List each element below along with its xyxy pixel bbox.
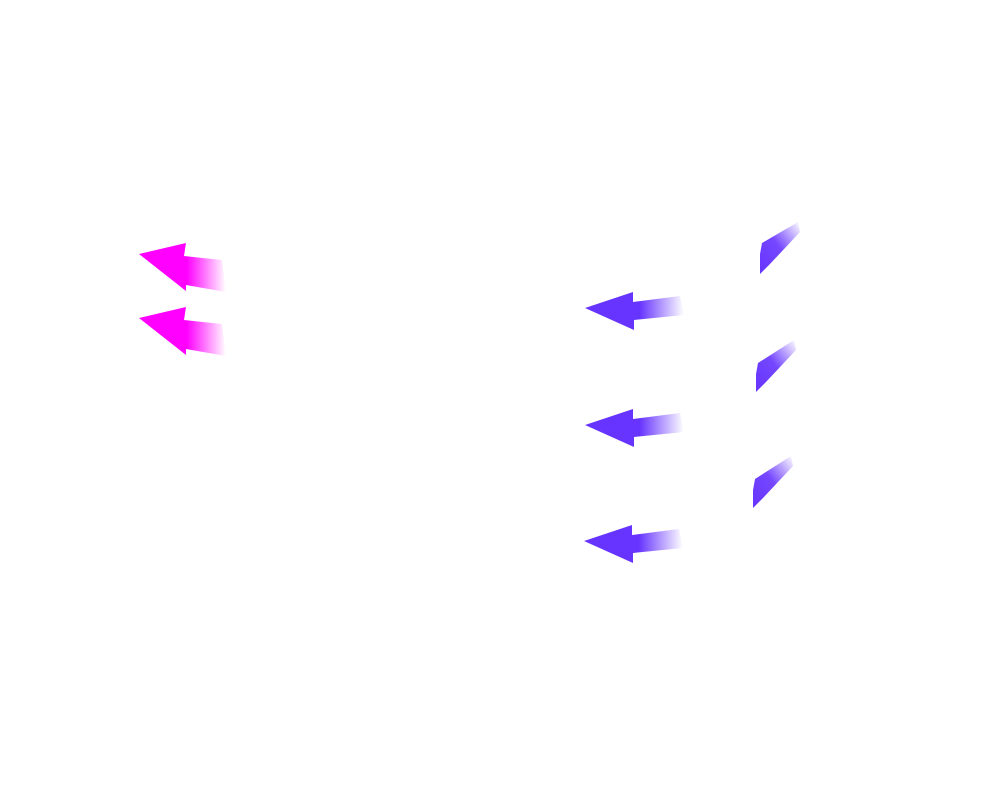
arrow-left-icon <box>585 292 684 330</box>
left-arrow-group <box>139 243 226 356</box>
diagonal-streak-icon <box>753 456 793 508</box>
arrow-left-icon <box>139 243 226 292</box>
right-arrow-group <box>584 222 800 563</box>
arrow-left-icon <box>584 525 683 563</box>
diagonal-streak-icon <box>756 340 796 392</box>
arrow-left-icon <box>585 409 684 447</box>
arrow-left-icon <box>139 307 226 356</box>
diagonal-streak-icon <box>760 222 800 274</box>
